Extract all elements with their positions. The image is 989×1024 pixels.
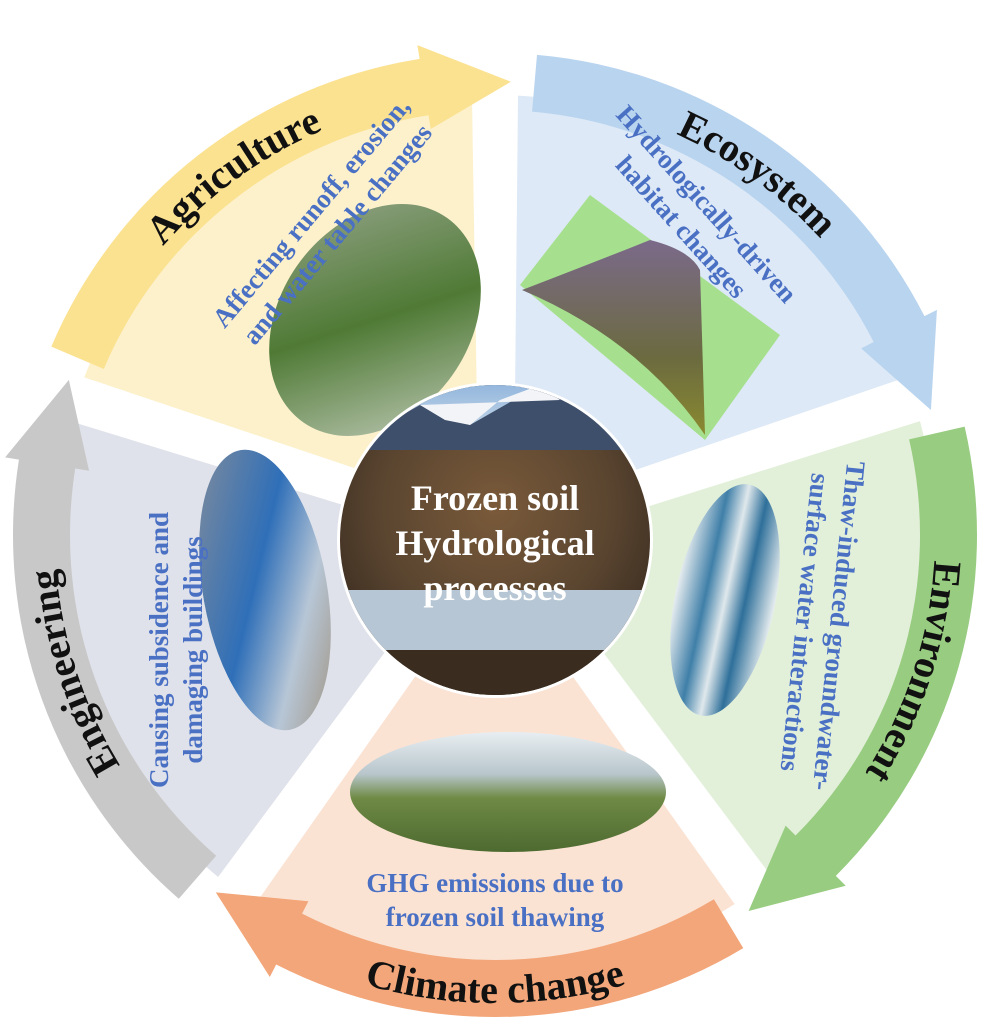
- center-circle: Frozen soil Hydrological processes: [337, 382, 653, 698]
- engineering-arrow: [5, 379, 217, 899]
- center-title-line1: Frozen soil: [411, 478, 579, 518]
- engineering-photo: [199, 449, 331, 731]
- center-title-line2: Hydrological: [395, 523, 594, 563]
- climate-change-arrow: [215, 892, 744, 1018]
- ecosystem-arrow: [532, 54, 937, 410]
- agriculture-arrow: [51, 45, 511, 369]
- environment-photo: [670, 484, 780, 716]
- climate-photo: [350, 732, 666, 852]
- ecosystem-photo: [520, 195, 780, 440]
- center-title-line3: processes: [423, 568, 566, 608]
- environment-arrow: [748, 426, 978, 911]
- agriculture-photo: [269, 204, 481, 436]
